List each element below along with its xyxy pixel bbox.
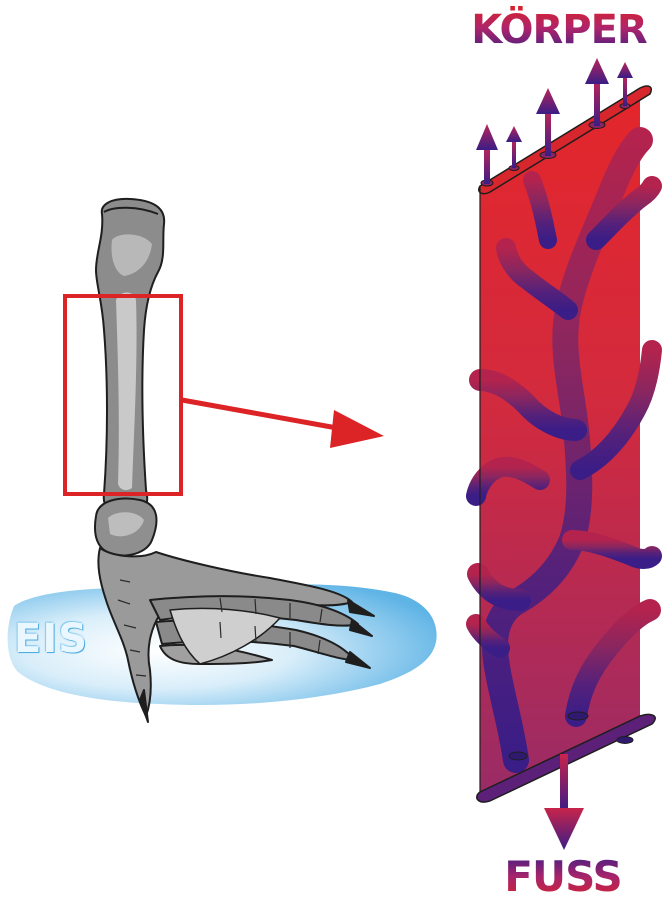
- body-label: KÖRPER: [456, 6, 662, 54]
- foot-label: FUSS: [488, 852, 638, 902]
- bird-leg-skeleton: [95, 199, 374, 722]
- arrow-right-icon: [182, 400, 384, 448]
- ice-label: EIS: [14, 616, 104, 662]
- blood-vessel-cylinder: [476, 86, 655, 802]
